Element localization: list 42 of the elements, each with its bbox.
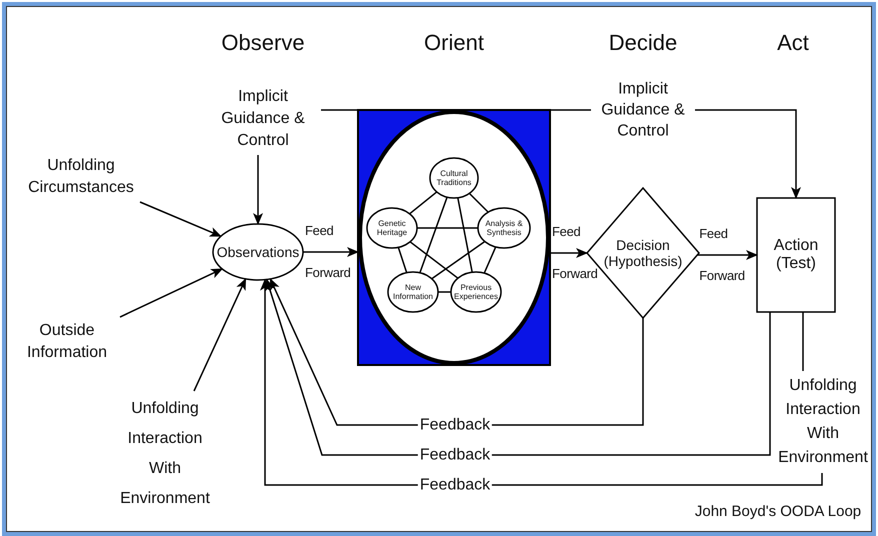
phase-heading: Act	[777, 30, 809, 56]
arrow	[193, 278, 246, 392]
arrow	[303, 247, 359, 257]
arrow	[253, 155, 263, 225]
oval-node: New Information	[388, 272, 438, 312]
arrow	[260, 278, 823, 486]
phase-heading: Orient	[424, 30, 484, 56]
phase-heading: Observe	[221, 30, 305, 56]
orient-panel	[358, 110, 550, 365]
oval-node: Cultural Traditions	[430, 158, 478, 198]
arrow	[120, 268, 224, 318]
connector-line	[398, 247, 408, 273]
phase-heading: Decide	[608, 30, 678, 56]
connector-line	[409, 191, 438, 214]
caption: John Boyd's OODA Loop	[694, 503, 862, 520]
connector-line	[419, 196, 448, 274]
edge-label: Feed Forward	[305, 222, 351, 282]
edge-label: Feed Forward	[552, 223, 598, 283]
connector-line	[802, 312, 804, 371]
oval-node: Observations	[213, 224, 303, 280]
arrow	[140, 201, 222, 237]
oval-node: Previous Experiences	[451, 272, 501, 312]
arrow	[265, 278, 771, 456]
connector-line	[410, 241, 458, 279]
connector-line	[468, 192, 489, 213]
connector-line	[438, 291, 451, 293]
input-label: Unfolding Circumstances	[22, 155, 140, 199]
input-label: Unfolding Interaction With Environment	[115, 394, 215, 514]
oval-node: Analysis & Synthesis	[478, 208, 530, 248]
edge-label: Feed Forward	[699, 225, 745, 285]
connector-line	[457, 198, 473, 272]
connector-line	[321, 109, 359, 111]
oval-node: Genetic Heritage	[367, 208, 417, 248]
input-label: Outside Information	[17, 320, 117, 364]
output-label: Unfolding Interaction With Environment	[774, 374, 872, 470]
guidance-label: Implicit Guidance & Control	[208, 86, 318, 152]
connector-line	[431, 240, 486, 280]
connector-line	[417, 227, 478, 229]
arrow	[697, 250, 758, 260]
arrow	[550, 248, 588, 258]
connector-line	[484, 246, 496, 274]
process-box: Action (Test)	[757, 198, 835, 312]
